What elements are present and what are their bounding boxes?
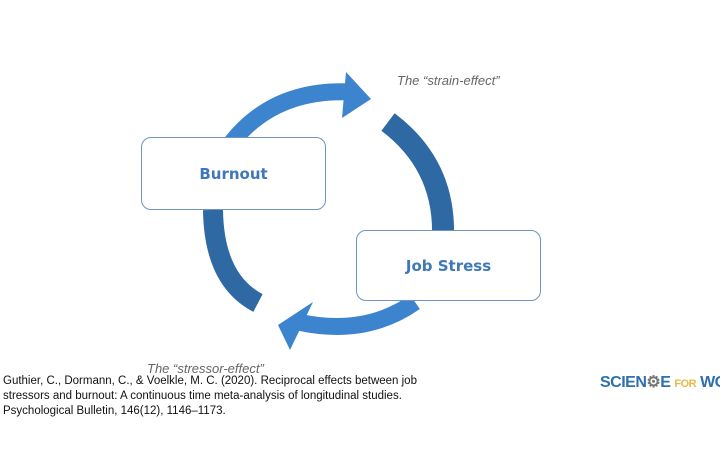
stressor-effect-label: The “stressor-effect”	[147, 361, 264, 376]
strain-effect-label: The “strain-effect”	[397, 73, 500, 88]
logo-text: WO	[700, 374, 720, 391]
gear-icon: ⚙	[646, 374, 661, 391]
burnout-node: Burnout	[141, 137, 326, 210]
stressor-arrow-shaft	[296, 294, 420, 335]
citation: Guthier, C., Dormann, C., & Voelkle, M. …	[3, 375, 417, 417]
strain-arrow-shaft	[225, 83, 353, 148]
science-for-work-logo: SCIEN⚙E FOR WO	[600, 372, 720, 392]
stressor-arrow-head	[278, 302, 313, 350]
logo-text: E	[660, 374, 671, 391]
logo-text: FOR	[674, 378, 697, 390]
logo-text: SCIEN	[600, 374, 647, 391]
left-arc	[203, 209, 264, 312]
strain-arrow-head	[342, 72, 371, 118]
right-arc	[381, 113, 455, 237]
job-stress-node: Job Stress	[356, 230, 541, 301]
